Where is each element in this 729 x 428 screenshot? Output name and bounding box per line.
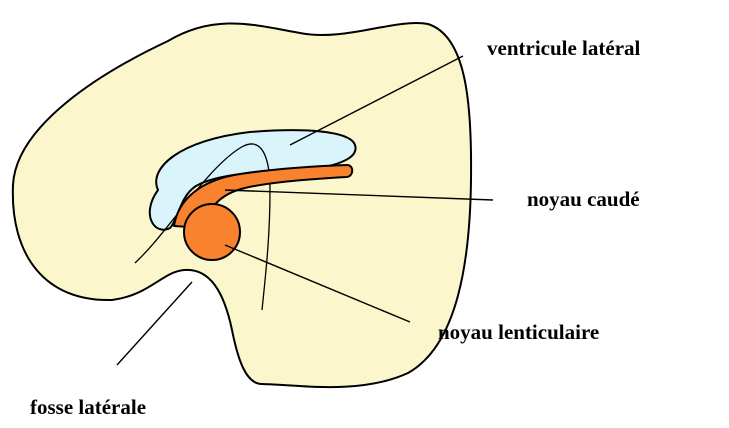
hemisphere-outline bbox=[13, 23, 471, 387]
label-fosse-laterale: fosse latérale bbox=[30, 397, 146, 418]
label-noyau-caude: noyau caudé bbox=[527, 189, 640, 210]
label-ventricule-lateral: ventricule latéral bbox=[487, 38, 640, 59]
noyau-lenticulaire-shape bbox=[184, 204, 240, 260]
label-noyau-lenticulaire: noyau lenticulaire bbox=[438, 322, 599, 343]
